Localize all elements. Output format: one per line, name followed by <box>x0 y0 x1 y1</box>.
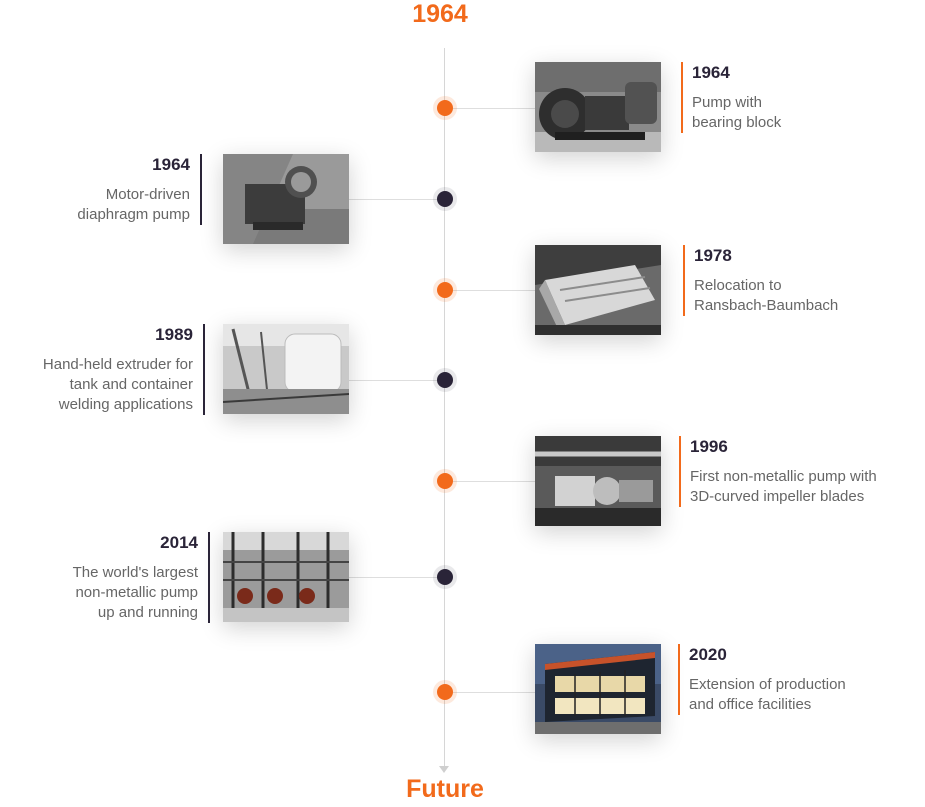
entry-description: Relocation to Ransbach-Baumbach <box>694 277 839 314</box>
entry-year: 2014 <box>160 533 198 552</box>
entry-description: The world's largest non-metallic pump up… <box>72 564 198 621</box>
timeline-end-label: Future <box>406 775 484 803</box>
extruder-tank-photo[interactable] <box>223 324 349 414</box>
timeline-entry: 1989 Hand-held extruder for tank and con… <box>10 324 205 415</box>
timeline-node[interactable] <box>437 684 453 700</box>
connector-line <box>349 380 437 381</box>
timeline-entry: 1996 First non-metallic pump with 3D-cur… <box>679 436 920 507</box>
timeline-entry: 2020 Extension of production and office … <box>678 644 899 715</box>
pump-with-bearing-block-photo[interactable] <box>535 62 661 152</box>
timeline-node[interactable] <box>437 191 453 207</box>
entry-description: Hand-held extruder for tank and containe… <box>42 356 193 413</box>
entry-description: First non-metallic pump with 3D-curved i… <box>690 468 877 505</box>
large-pump-plant-photo[interactable] <box>223 532 349 622</box>
factory-aerial-photo[interactable] <box>535 245 661 335</box>
diaphragm-pump-photo[interactable] <box>223 154 349 244</box>
timeline-entry: 1964 Motor-driven diaphragm pump <box>30 154 202 225</box>
entry-year: 1978 <box>694 246 732 265</box>
timeline-entry: 1964 Pump with bearing block <box>681 62 892 133</box>
timeline-entry: 1978 Relocation to Ransbach-Baumbach <box>683 245 894 316</box>
entry-year: 1996 <box>690 437 728 456</box>
connector-line <box>453 692 535 693</box>
entry-description: Pump with bearing block <box>692 94 782 131</box>
entry-year: 1964 <box>692 63 730 82</box>
entry-description: Extension of production and office facil… <box>689 676 846 713</box>
timeline-arrow-icon <box>439 766 449 773</box>
entry-year: 1989 <box>155 325 193 344</box>
timeline-node[interactable] <box>437 569 453 585</box>
timeline-node[interactable] <box>437 100 453 116</box>
timeline-node[interactable] <box>437 372 453 388</box>
industrial-pumps-photo[interactable] <box>535 436 661 526</box>
connector-line <box>349 577 437 578</box>
connector-line <box>349 199 437 200</box>
timeline-start-label: 1964 <box>412 0 468 28</box>
timeline-node[interactable] <box>437 473 453 489</box>
connector-line <box>453 481 535 482</box>
timeline-axis <box>444 48 445 770</box>
entry-description: Motor-driven diaphragm pump <box>77 186 190 223</box>
office-building-photo[interactable] <box>535 644 661 734</box>
timeline-node[interactable] <box>437 282 453 298</box>
connector-line <box>453 290 535 291</box>
entry-year: 1964 <box>152 155 190 174</box>
timeline-entry: 2014 The world's largest non-metallic pu… <box>40 532 210 623</box>
entry-year: 2020 <box>689 645 727 664</box>
connector-line <box>453 108 535 109</box>
